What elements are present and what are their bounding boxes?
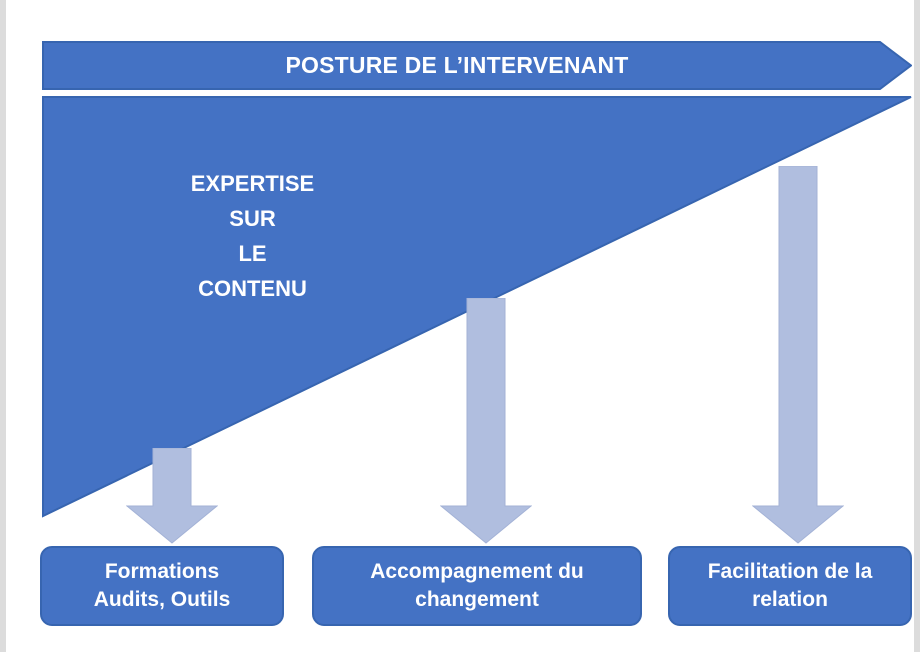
box-facilitation-line-1: Facilitation de la: [707, 560, 873, 583]
banner-arrow-shape: [42, 41, 912, 90]
box-formations-line-2: Audits, Outils: [93, 588, 231, 611]
box-accompagnement-line-2: changement: [415, 588, 539, 611]
page-edge-right: [914, 0, 920, 652]
box-accompagnement-line-1: Accompagnement du: [370, 560, 584, 583]
down-arrow-shape: [752, 166, 844, 544]
box-accompagnement[interactable]: Accompagnement du changement: [312, 546, 642, 626]
arrow-formations-icon: [126, 448, 218, 544]
box-accompagnement-text: Accompagnement du changement: [370, 558, 584, 614]
posture-banner[interactable]: POSTURE DE L’INTERVENANT: [42, 41, 912, 90]
box-formations[interactable]: Formations Audits, Outils: [40, 546, 284, 626]
box-facilitation-text: Facilitation de la relation: [708, 558, 873, 614]
arrow-accompagnement-icon: [440, 298, 532, 544]
down-arrow-shape: [126, 448, 218, 544]
page-edge-left: [0, 0, 6, 652]
box-formations-line-1: Formations: [104, 560, 220, 583]
box-formations-text: Formations Audits, Outils: [94, 558, 231, 614]
box-facilitation[interactable]: Facilitation de la relation: [668, 546, 912, 626]
arrow-facilitation-icon: [752, 166, 844, 544]
box-facilitation-line-2: relation: [752, 588, 828, 611]
down-arrow-shape: [440, 298, 532, 544]
